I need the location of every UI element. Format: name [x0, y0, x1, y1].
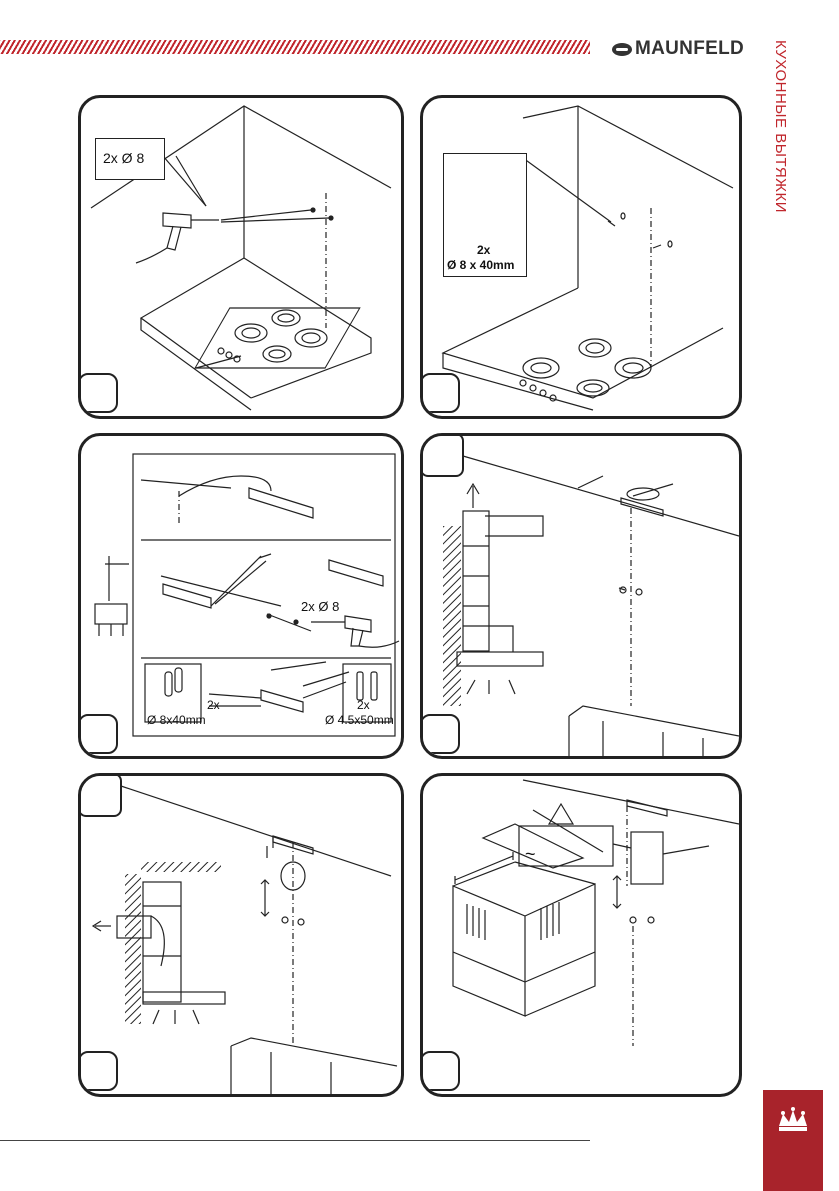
section-tab	[763, 1090, 823, 1191]
header-hatch-band	[0, 40, 590, 54]
drill-size-label: 2x Ø 8	[301, 599, 340, 614]
step-panel-5	[78, 773, 404, 1097]
step-number-box-3	[81, 714, 118, 754]
brand-logo: MAUNFELD	[612, 38, 744, 60]
step-panel-4	[420, 433, 742, 759]
drill-icon	[135, 212, 219, 264]
drill-size-label: 2x Ø 8	[103, 150, 145, 166]
wall-plug-quantity: 2x	[207, 698, 220, 712]
step-number-box-5	[81, 1051, 118, 1091]
logo-icon	[612, 42, 632, 56]
cable-allowance-symbol: ~	[525, 844, 536, 864]
drill-icon	[311, 615, 400, 648]
step-number-box-2	[423, 373, 460, 413]
house-icon	[423, 436, 464, 477]
step-number-box-4	[423, 714, 460, 754]
screw-spec: Ø 4.5x50mm	[325, 713, 394, 727]
plug-quantity: 2x	[477, 243, 491, 257]
step-panel-3: 2x Ø 8 2x Ø 8x40mm 2x Ø 4.5x50mm	[78, 433, 404, 759]
step-panel-2: 2x Ø 8 x 40mm	[420, 95, 742, 419]
screw-quantity: 2x	[357, 698, 370, 712]
footer-rule	[0, 1140, 590, 1141]
side-section-label: КУХОННЫЕ ВЫТЯЖКИ	[772, 40, 789, 214]
step-number-box-1	[81, 373, 118, 413]
brand-name: MAUNFELD	[635, 38, 744, 59]
drill-size-callout	[95, 138, 165, 180]
warning-icon	[543, 796, 579, 832]
crown-icon	[779, 1107, 807, 1131]
house-icon	[81, 776, 122, 817]
wall-plug-callout	[443, 153, 527, 277]
step-number-box-6	[423, 1051, 460, 1091]
step-panel-6: ~	[420, 773, 742, 1097]
wall-plug-spec: Ø 8x40mm	[147, 713, 206, 727]
step-panel-1: 2x Ø 8	[78, 95, 404, 419]
plug-spec: Ø 8 x 40mm	[447, 258, 515, 272]
